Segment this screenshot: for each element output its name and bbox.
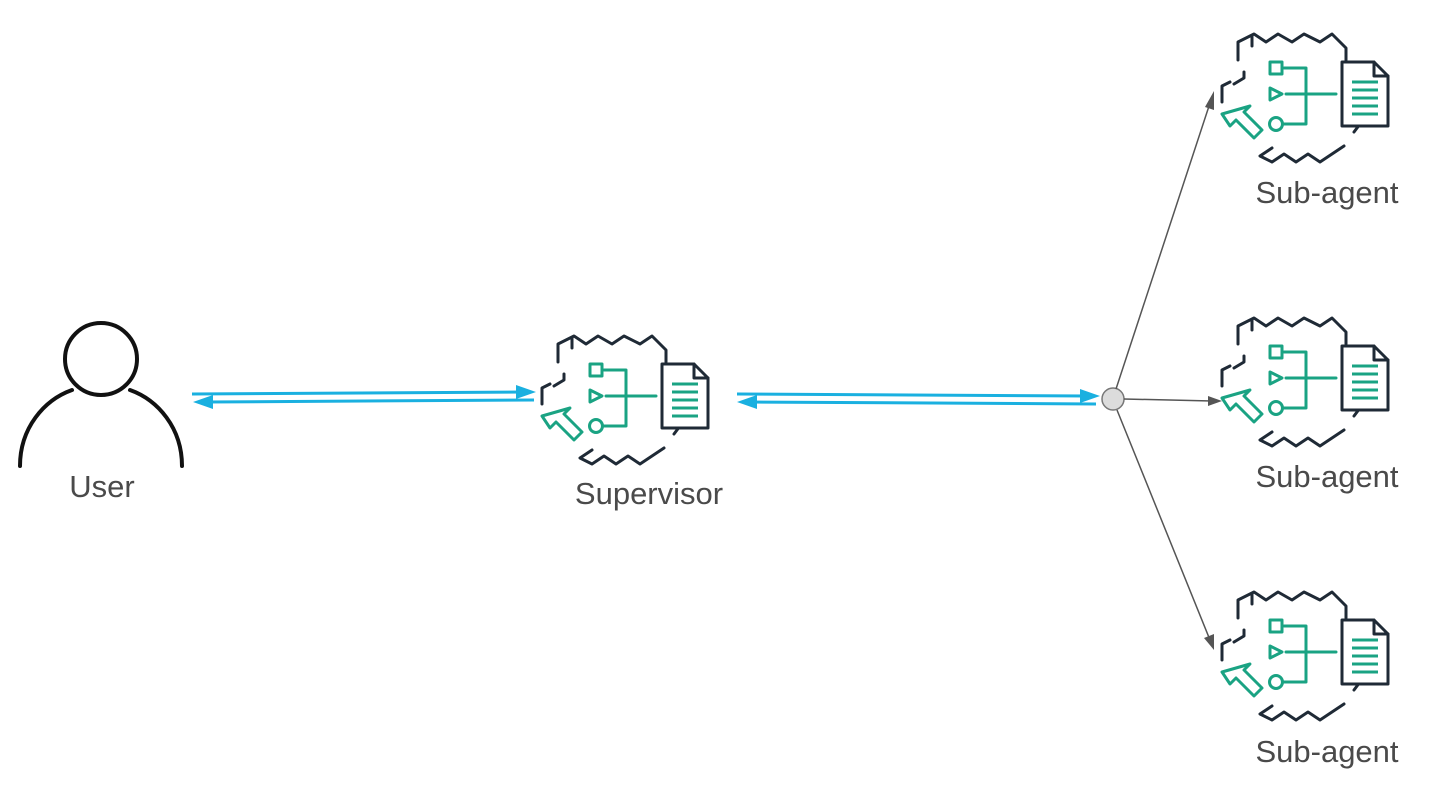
- person-icon: [18, 321, 184, 468]
- agent-icon: [540, 334, 710, 466]
- subagent-middle-label: Sub-agent: [1255, 459, 1398, 494]
- agent-icon: [1220, 316, 1390, 448]
- subagent-bottom-label: Sub-agent: [1255, 734, 1398, 769]
- subagent-top-node: Sub-agent: [1220, 32, 1399, 210]
- supervisor-router-connector: [736, 389, 1100, 409]
- supervisor-label: Supervisor: [575, 476, 723, 511]
- user-label: User: [69, 469, 134, 504]
- supervisor-node: Supervisor: [540, 334, 723, 511]
- router-node: [1101, 387, 1125, 411]
- subagent-bottom-node: Sub-agent: [1220, 590, 1399, 769]
- agent-icon: [1220, 32, 1390, 164]
- router-branches: [1115, 91, 1222, 650]
- subagent-top-label: Sub-agent: [1255, 175, 1398, 210]
- agent-icon: [1220, 590, 1390, 722]
- subagent-middle-node: Sub-agent: [1220, 316, 1399, 494]
- user-node: User: [18, 321, 184, 504]
- user-supervisor-connector: [191, 385, 536, 409]
